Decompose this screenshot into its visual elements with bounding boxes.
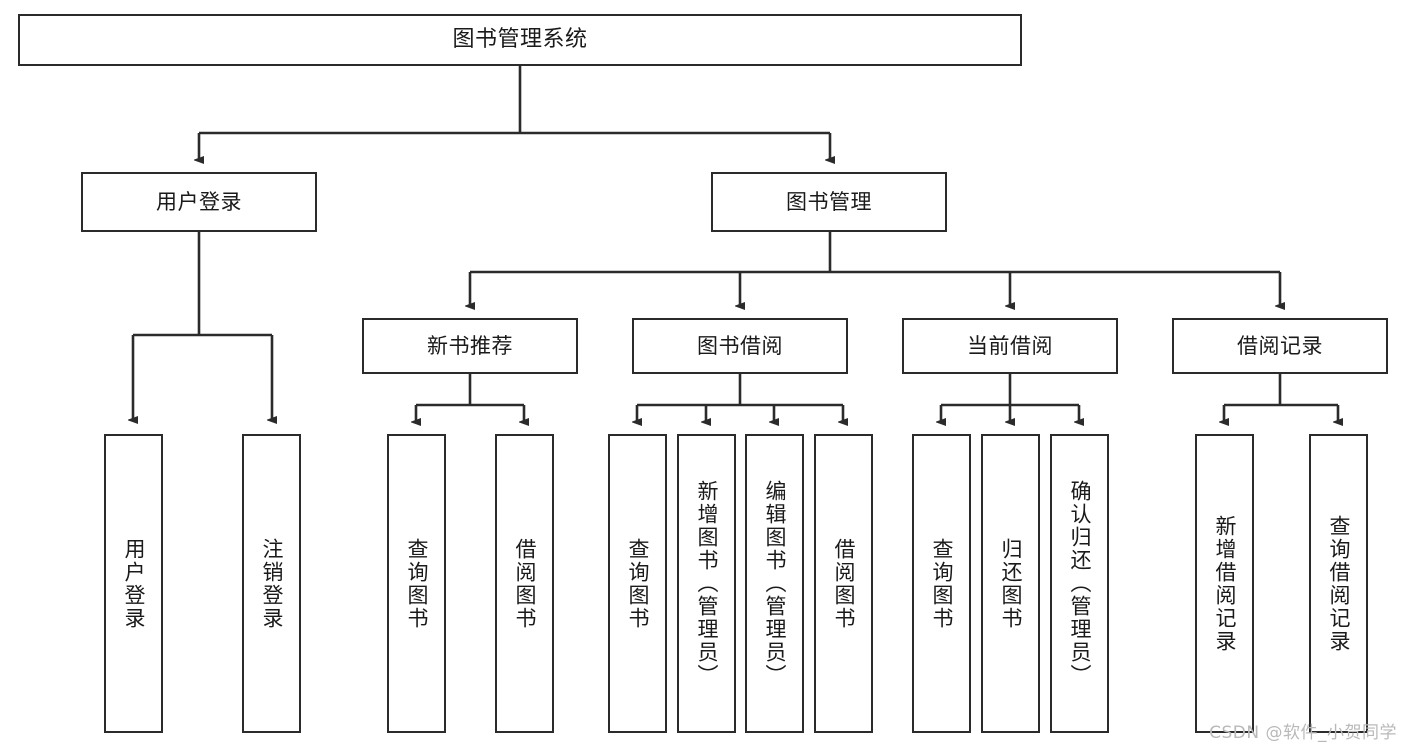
node-leaf-query-book-3[interactable]: 查询图书: [912, 434, 971, 733]
node-label: 当前借阅: [967, 333, 1053, 358]
node-leaf-query-book-2[interactable]: 查询图书: [608, 434, 667, 733]
node-label: 用户登录: [122, 537, 146, 630]
node-book-borrow[interactable]: 图书借阅: [632, 318, 848, 374]
node-label: 新增借阅记录: [1213, 514, 1237, 653]
node-label: 查询借阅记录: [1327, 514, 1351, 653]
node-label: 查询图书: [405, 537, 429, 630]
node-label: 借阅图书: [513, 537, 537, 630]
node-label: 借阅图书: [832, 537, 856, 630]
node-leaf-user-login[interactable]: 用户登录: [104, 434, 163, 733]
node-label: 图书管理系统: [452, 27, 588, 53]
node-leaf-edit-book[interactable]: 编辑图书（管理员）: [745, 434, 804, 733]
node-user-login[interactable]: 用户登录: [81, 172, 317, 232]
node-label: 借阅记录: [1237, 333, 1323, 358]
node-label: 归还图书: [999, 537, 1023, 630]
node-label: 查询图书: [930, 537, 954, 630]
node-leaf-add-book[interactable]: 新增图书（管理员）: [677, 434, 736, 733]
node-label: 用户登录: [156, 189, 242, 214]
node-current-borrow[interactable]: 当前借阅: [902, 318, 1118, 374]
node-label: 新书推荐: [427, 333, 513, 358]
node-label: 确认归还（管理员）: [1068, 480, 1092, 687]
node-new-book-recommend[interactable]: 新书推荐: [362, 318, 578, 374]
node-label: 图书借阅: [697, 333, 783, 358]
node-leaf-logout-login[interactable]: 注销登录: [242, 434, 301, 733]
node-leaf-return-book[interactable]: 归还图书: [981, 434, 1040, 733]
node-label: 查询图书: [626, 537, 650, 630]
node-label: 注销登录: [260, 537, 284, 630]
node-leaf-borrow-book-1[interactable]: 借阅图书: [495, 434, 554, 733]
node-leaf-confirm-return[interactable]: 确认归还（管理员）: [1050, 434, 1109, 733]
node-book-management[interactable]: 图书管理: [711, 172, 947, 232]
node-leaf-add-record[interactable]: 新增借阅记录: [1195, 434, 1254, 733]
node-borrow-record[interactable]: 借阅记录: [1172, 318, 1388, 374]
node-leaf-query-record[interactable]: 查询借阅记录: [1309, 434, 1368, 733]
node-root-book-management-system[interactable]: 图书管理系统: [18, 14, 1022, 66]
node-label: 新增图书（管理员）: [695, 480, 719, 687]
node-label: 图书管理: [786, 189, 872, 214]
node-label: 编辑图书（管理员）: [763, 480, 787, 687]
node-leaf-borrow-book-2[interactable]: 借阅图书: [814, 434, 873, 733]
node-leaf-query-book-1[interactable]: 查询图书: [387, 434, 446, 733]
